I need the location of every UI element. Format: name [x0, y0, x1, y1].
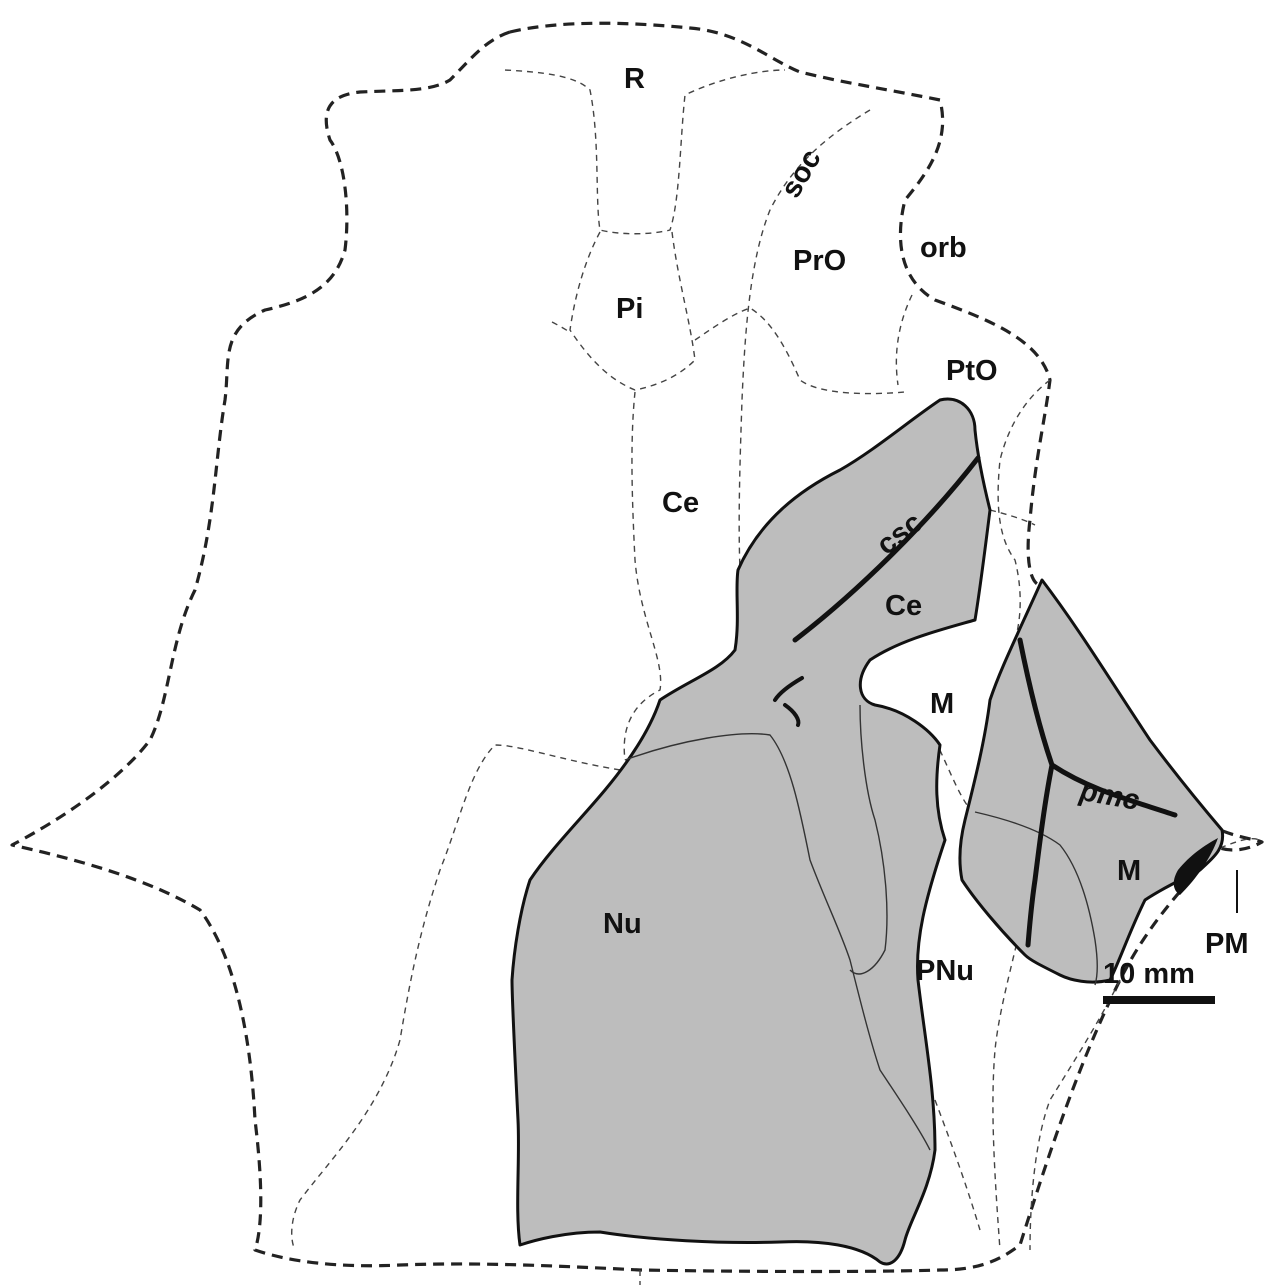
label-PrO: PrO — [793, 245, 846, 277]
label-Nu: Nu — [603, 908, 642, 940]
label-R: R — [624, 63, 645, 95]
label-Pi: Pi — [616, 293, 643, 325]
label-Ce-right: Ce — [885, 590, 922, 622]
suture-rostral — [505, 70, 785, 234]
suture-nuchal-right — [935, 1100, 980, 1230]
label-M-upper: M — [930, 688, 954, 720]
suture-preorbital — [896, 295, 912, 385]
suture-pineal-left — [552, 322, 570, 332]
suture-midline — [624, 392, 660, 760]
suture-paranuchal-right — [1030, 980, 1120, 1250]
scale-bar-label: 10 mm — [1103, 958, 1195, 990]
label-PtO: PtO — [946, 355, 998, 387]
suture-pm — [1220, 839, 1262, 848]
label-soc: soc — [775, 144, 828, 203]
label-M-lower: M — [1117, 855, 1141, 887]
label-PM: PM — [1205, 928, 1249, 960]
label-orb: orb — [920, 232, 967, 264]
suture-pineal-right — [695, 308, 905, 394]
label-PNu: PNu — [916, 955, 974, 987]
label-Ce-left: Ce — [662, 487, 699, 519]
